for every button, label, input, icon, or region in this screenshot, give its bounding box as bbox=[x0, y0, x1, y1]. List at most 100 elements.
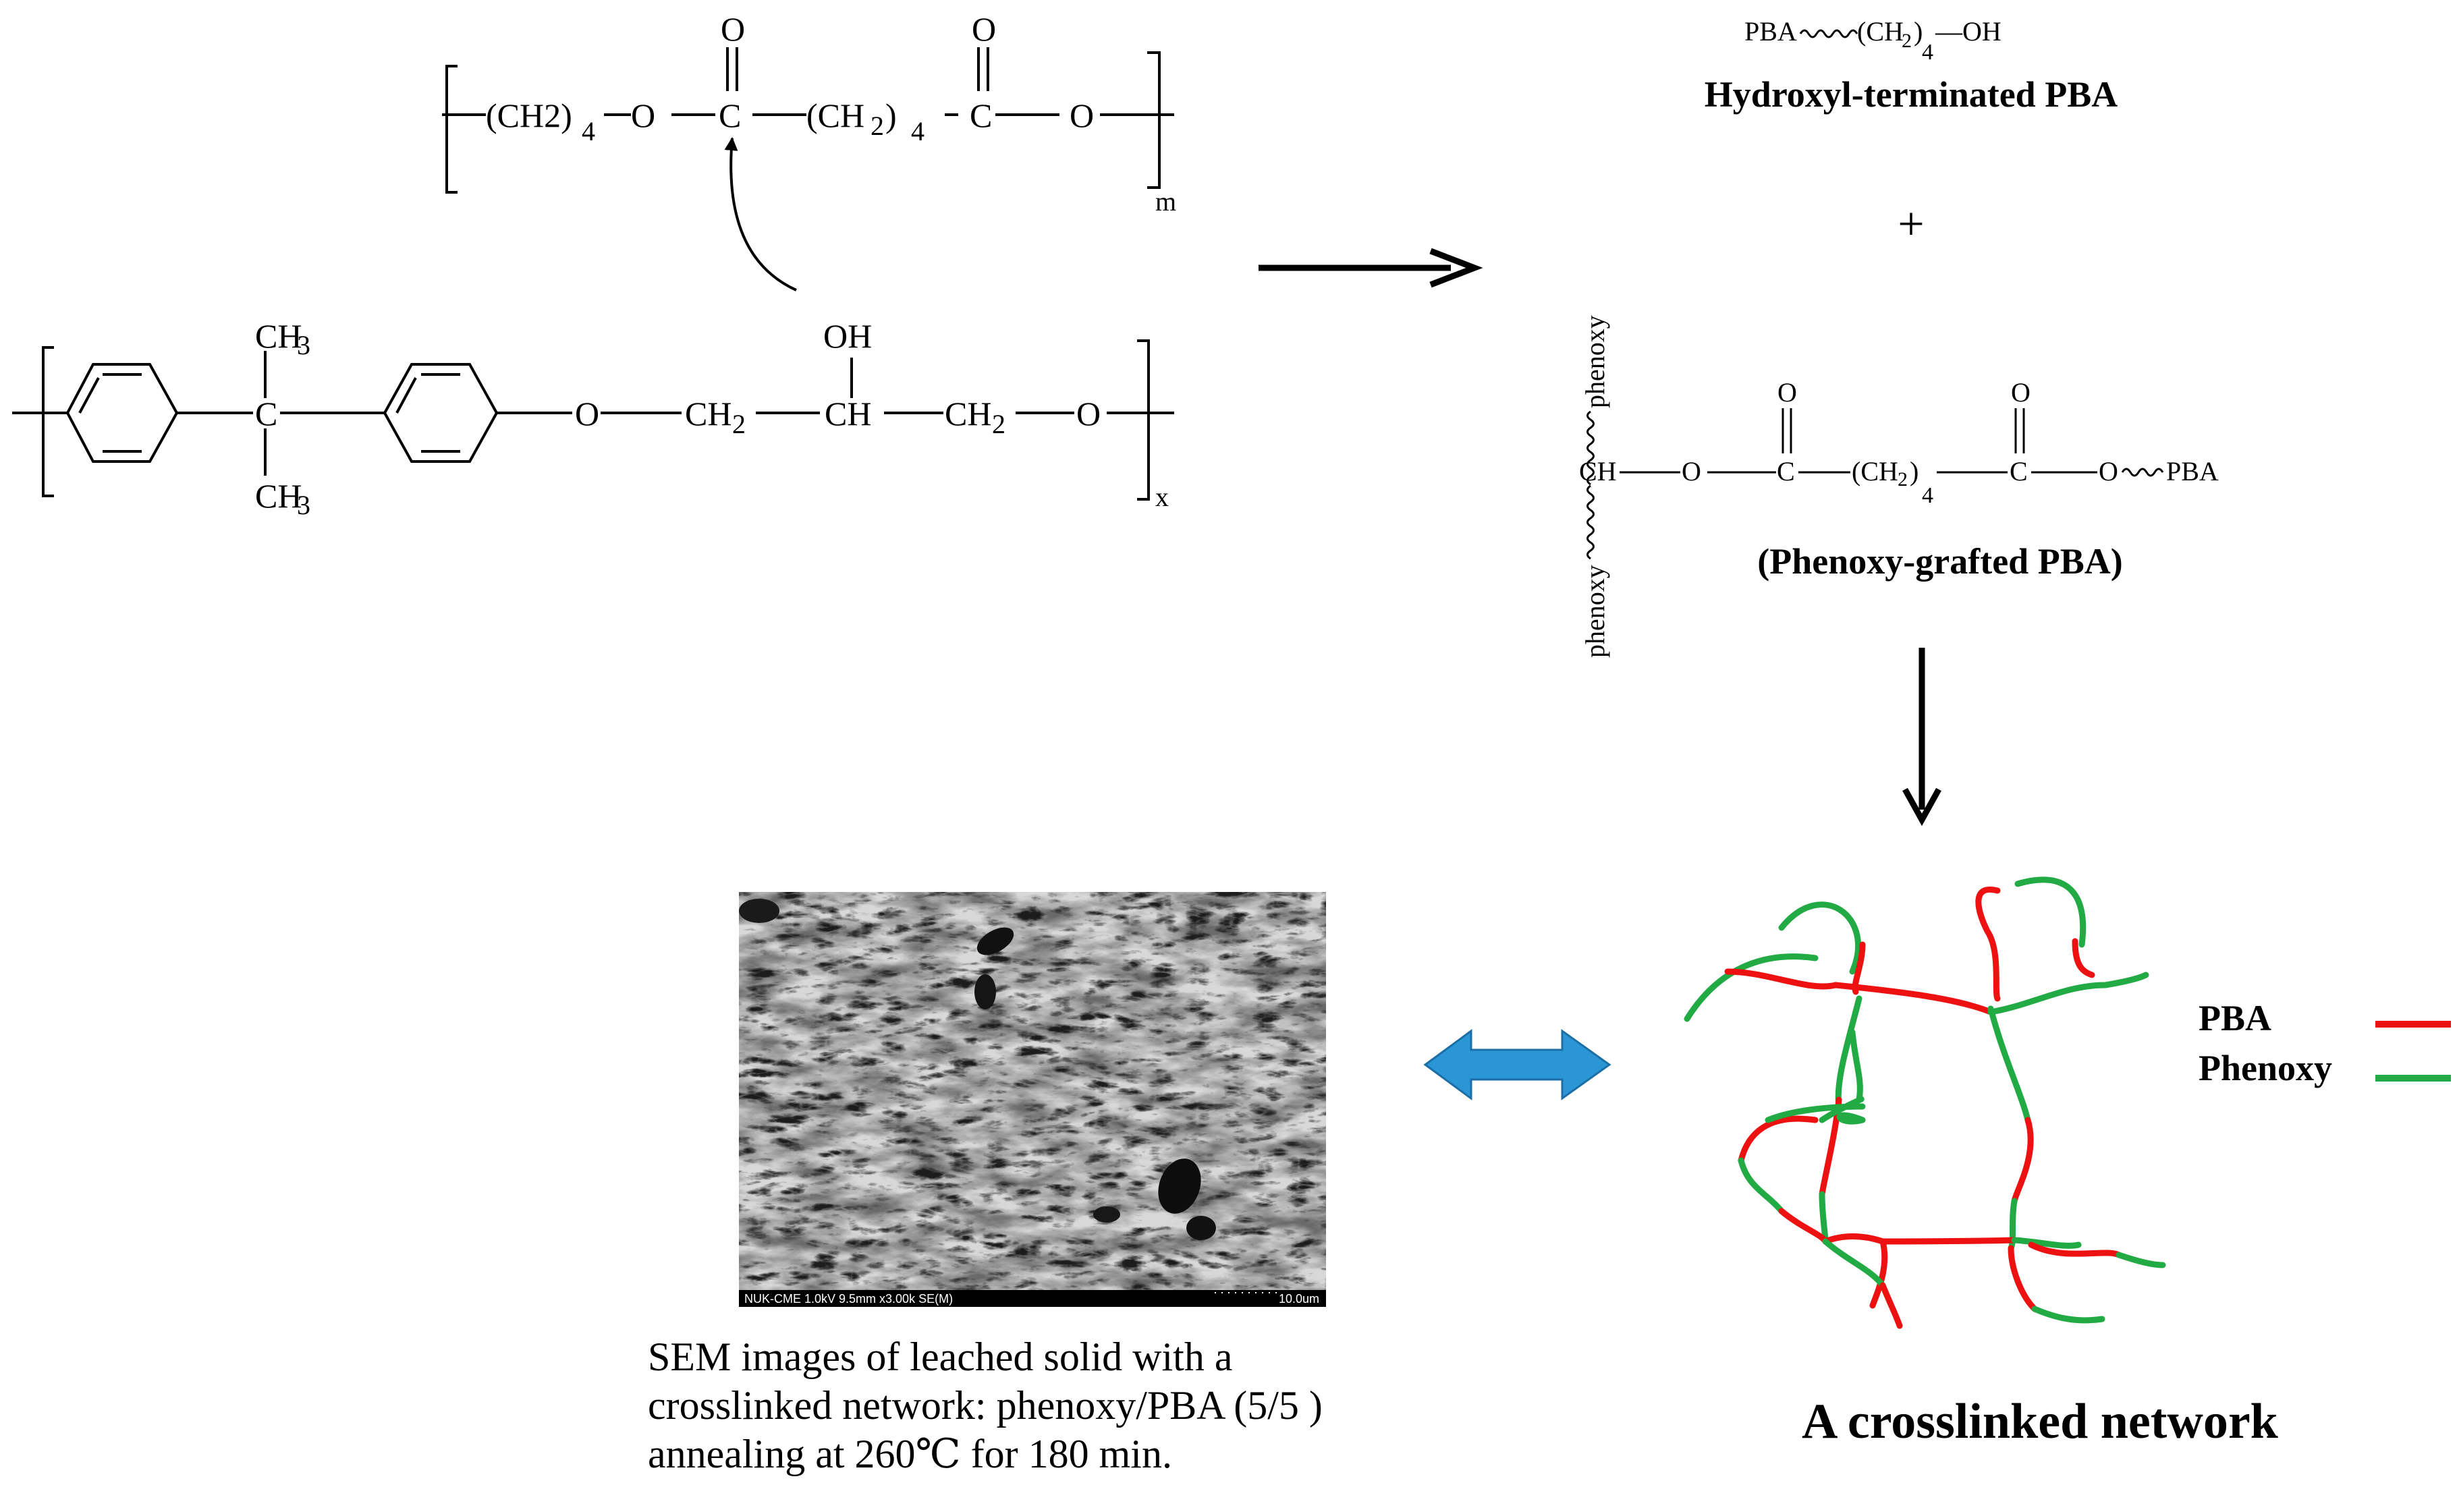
network-chain bbox=[1836, 1112, 1866, 1125]
crosslinked-network bbox=[1684, 876, 2166, 1329]
network-chain bbox=[1849, 1029, 1863, 1103]
grafted-c1: C bbox=[1777, 456, 1795, 486]
pba-sub-2: 2 bbox=[871, 111, 884, 141]
network-chain bbox=[1832, 982, 1994, 1015]
network-chain bbox=[2008, 1245, 2038, 1312]
grafted-pba: PBA bbox=[2166, 456, 2219, 486]
sem-caption-line: SEM images of leached solid with a bbox=[648, 1335, 1233, 1379]
phenoxy-ch: CH bbox=[825, 395, 871, 432]
grafted-o2: O bbox=[2099, 456, 2118, 486]
pba-ester-o2: O bbox=[1070, 96, 1094, 134]
network-chain bbox=[2116, 1252, 2166, 1268]
network-chain bbox=[1835, 995, 1862, 1110]
network-chain bbox=[1778, 901, 1862, 975]
phenoxy-ether-o1: O bbox=[575, 395, 599, 432]
hydroxyl-oh: —OH bbox=[1935, 16, 2002, 47]
phenoxy-ch3-top-sub: 3 bbox=[297, 330, 310, 360]
double-arrow bbox=[1423, 1029, 1611, 1100]
phenoxy-ether-o2: O bbox=[1076, 395, 1101, 432]
network-chain bbox=[2031, 1306, 2105, 1324]
nucleophilic-attack-arrow bbox=[724, 137, 797, 291]
sem-info-text: NUK-CME 1.0kV 9.5mm x3.00k SE(M) bbox=[744, 1292, 953, 1306]
phenoxy-quaternary-c: C bbox=[255, 395, 277, 432]
network-chain bbox=[1822, 1238, 1886, 1289]
network-chain bbox=[1975, 886, 2001, 1002]
phenoxy-ch2a: CH bbox=[685, 395, 731, 432]
hydroxyl-label: Hydroxyl-terminated PBA bbox=[1705, 74, 2118, 115]
phenoxy-repeat-unit bbox=[12, 339, 1174, 501]
pba-right-bracket bbox=[1147, 51, 1161, 189]
network-chain bbox=[1879, 1237, 2018, 1245]
hydroxyl-ch: (CH bbox=[1857, 16, 1904, 47]
grafted-o1: O bbox=[1682, 456, 1701, 486]
network-chain bbox=[1684, 953, 1819, 1022]
network-chain bbox=[1724, 968, 1839, 990]
hydroxyl-sub-2: 2 bbox=[1902, 30, 1912, 52]
legend-label-phenoxy: Phenoxy bbox=[2199, 1048, 2333, 1088]
pba-carbonyl-o1: O bbox=[721, 10, 745, 48]
grafted-wavy-right bbox=[2121, 468, 2164, 477]
phenoxy-ch2a-sub: 2 bbox=[732, 409, 746, 439]
phenoxy-ch3-bottom-sub: 3 bbox=[297, 490, 310, 520]
grafted-phenoxy-bottom: phenoxy bbox=[1580, 565, 1610, 658]
grafted-wavy-top bbox=[1586, 410, 1595, 486]
phenoxy-left-bracket bbox=[42, 346, 54, 497]
network-chain bbox=[1822, 1233, 1886, 1245]
reaction-arrow bbox=[1259, 248, 1483, 288]
benzene-ring-left bbox=[65, 363, 179, 463]
network-chain bbox=[1765, 1103, 1866, 1123]
grafted-phenoxy-top: phenoxy bbox=[1580, 315, 1610, 408]
legend-label-pba: PBA bbox=[2199, 998, 2271, 1038]
phenoxy-ch3-top: CH bbox=[255, 317, 302, 355]
pba-carbonyl-o2: O bbox=[972, 10, 996, 48]
network-chain bbox=[2011, 1237, 2082, 1249]
pba-ester-o1: O bbox=[631, 96, 655, 134]
hydroxyl-sub-4: 4 bbox=[1922, 40, 1933, 65]
phenoxy-repeat-x: x bbox=[1155, 482, 1169, 512]
sem-scale-label: 10.0um bbox=[1279, 1292, 1319, 1306]
phenoxy-ch3-bottom: CH bbox=[255, 477, 302, 515]
phenoxy-ch2b: CH bbox=[945, 395, 991, 432]
network-chain bbox=[1738, 1157, 1785, 1214]
down-arrow bbox=[1902, 648, 1941, 827]
network-chain bbox=[2072, 938, 2095, 978]
grafted-sub-2: 2 bbox=[1898, 468, 1908, 491]
pba-repeat-labels: (CH2) 4 O C O (CH 2 ) 4 C O O m bbox=[486, 10, 1176, 217]
network-chain bbox=[2011, 1117, 2034, 1204]
network-chain bbox=[2028, 1241, 2122, 1258]
network-chain bbox=[2014, 876, 2087, 948]
network-chain bbox=[1819, 1096, 1865, 1123]
network-chain bbox=[1879, 1282, 1903, 1329]
grafted-carbonyl-o1: O bbox=[1777, 377, 1797, 408]
phenoxy-oh: OH bbox=[823, 317, 872, 355]
phenoxy-ch2b-sub: 2 bbox=[992, 409, 1005, 439]
pba-ch2-group: (CH2) bbox=[486, 96, 572, 134]
network-chain bbox=[1987, 1005, 2031, 1123]
pba-left-bracket bbox=[445, 65, 458, 194]
pba-carbonyl-c1: C bbox=[719, 96, 741, 134]
grafted-carbonyl-o2: O bbox=[2011, 377, 2031, 408]
sem-image: NUK-CME 1.0kV 9.5mm x3.00k SE(M) 10.0um bbox=[739, 892, 1326, 1307]
hydroxyl-wavy-bond bbox=[1799, 29, 1858, 38]
hydroxyl-pba: PBA bbox=[1744, 16, 1797, 47]
pba-repeat-unit bbox=[442, 47, 1174, 291]
grafted-ch: CH bbox=[1579, 456, 1617, 486]
network-chain bbox=[1778, 1208, 1829, 1245]
hydroxyl-terminated-formula: PBA (CH 2 ) 4 —OH bbox=[1744, 16, 2002, 65]
sem-caption-line: annealing at 260℃ for 180 min. bbox=[648, 1432, 1172, 1476]
grafted-wavy-bottom bbox=[1586, 484, 1595, 560]
grafted-c2: C bbox=[2010, 456, 2028, 486]
network-title: A crosslinked network bbox=[1802, 1394, 2278, 1449]
plus-sign: + bbox=[1898, 198, 1924, 250]
pba-ch2b: (CH bbox=[806, 96, 864, 134]
pba-paren-close: ) bbox=[885, 96, 897, 134]
phenoxy-repeat-labels: CH 3 C CH 3 O CH 2 CH OH CH 2 O x bbox=[255, 317, 1169, 520]
sem-caption-line: crosslinked network: phenoxy/PBA (5/5 ) bbox=[648, 1383, 1323, 1428]
sem-caption: SEM images of leached solid with a cross… bbox=[648, 1333, 1323, 1478]
pba-carbonyl-c2: C bbox=[970, 96, 992, 134]
phenoxy-right-bracket bbox=[1137, 339, 1150, 501]
pba-sub-4: 4 bbox=[582, 116, 595, 146]
grafted-ch2: (CH bbox=[1852, 456, 1898, 486]
